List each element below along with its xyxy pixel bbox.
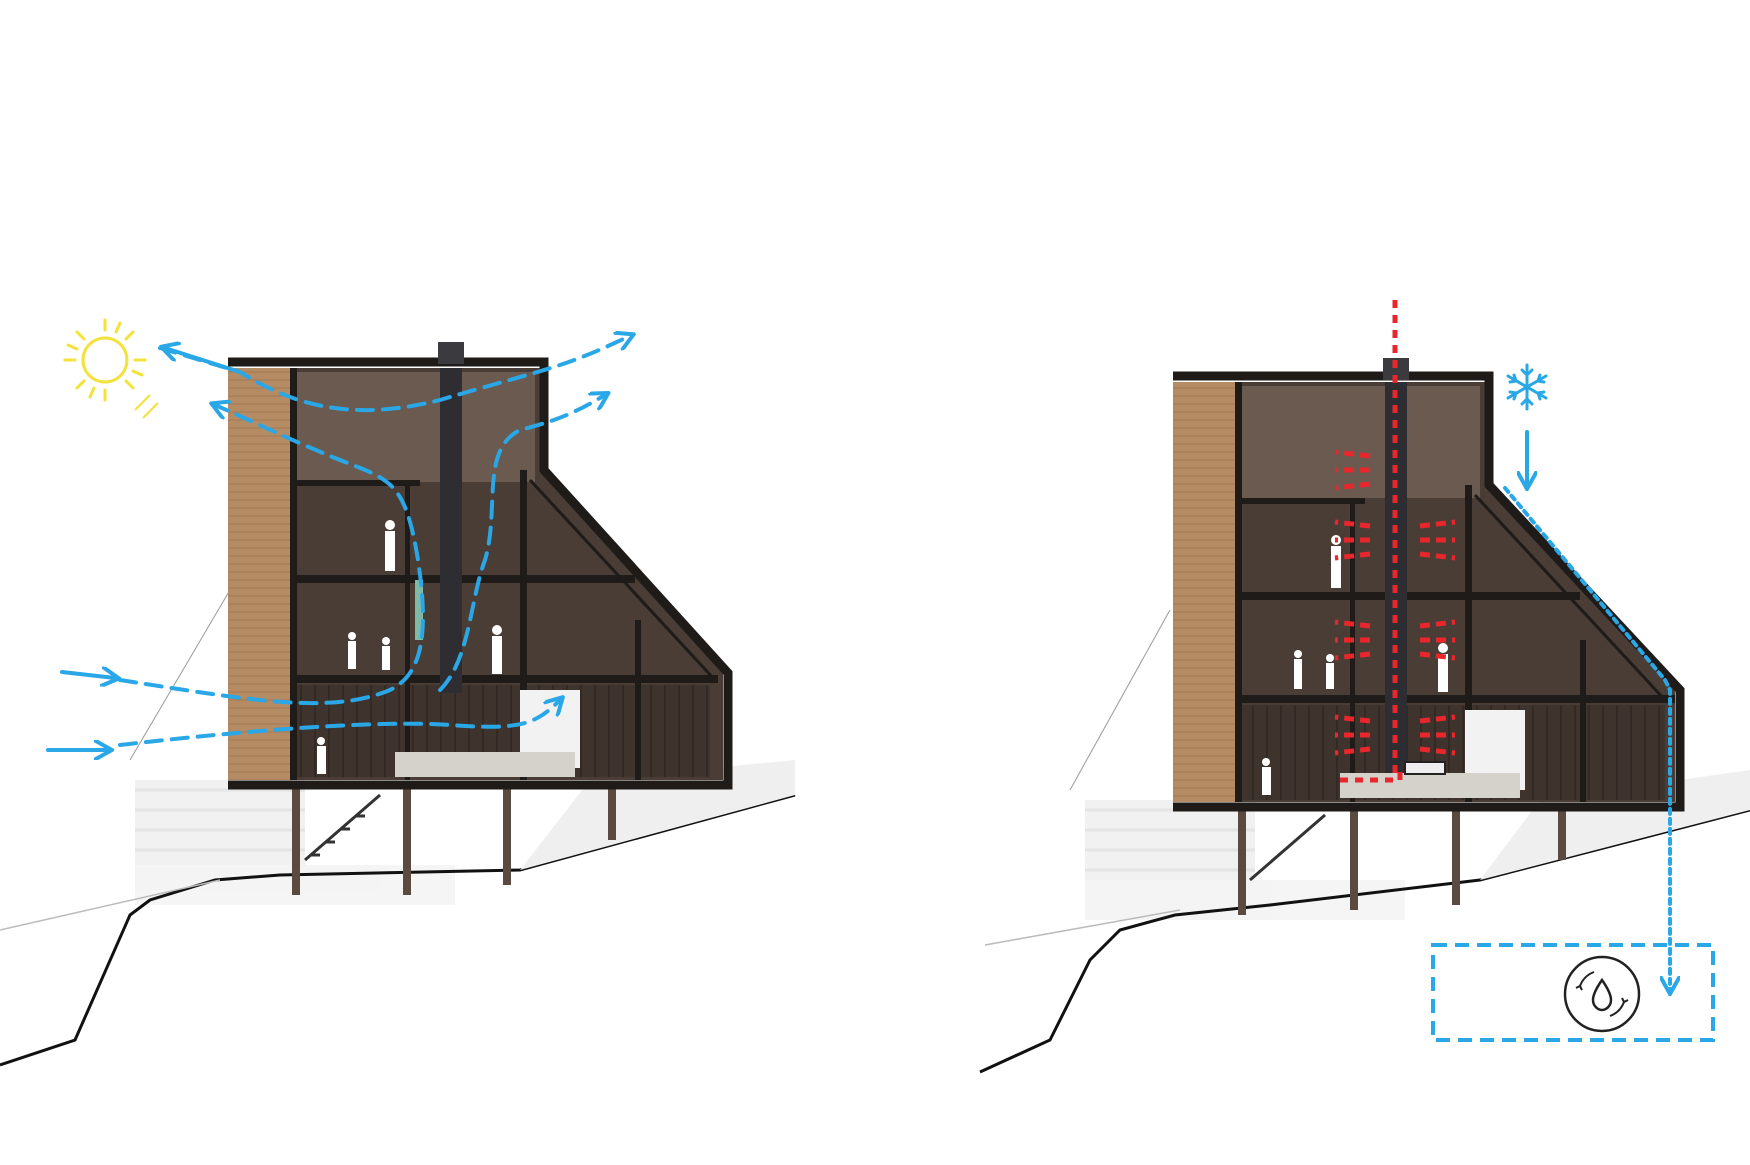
chimney-cap [438,342,464,364]
winter-heating-section [980,300,1750,1072]
bench [395,752,575,777]
chimney-flue [440,368,462,693]
slope-line-right [985,910,1180,945]
timber-facade-right [1173,382,1235,802]
person-ground [317,737,326,774]
ground-line [0,795,795,1065]
person-woman-right [1438,643,1448,692]
stair-right [1250,815,1325,880]
water-drop-cycle-icon [1565,957,1639,1031]
upper-room-light [295,372,535,482]
person-upper [385,520,395,571]
person-woman [492,625,502,674]
person-upper-right [1331,535,1341,588]
snowflake-icon [1508,365,1546,409]
roof-ghost-line-right [1070,610,1170,790]
person-child-1-right [1294,650,1302,689]
summer-ventilation-section [0,320,795,1065]
upper-room-light-right [1240,386,1480,498]
bench-right [1340,773,1520,798]
person-ground-right [1262,758,1271,795]
person-child-2 [382,637,390,670]
person-child-1 [348,632,356,669]
airflow-inlet-upper [62,672,115,678]
timber-facade [228,368,290,780]
stove-right [1405,762,1445,774]
sun-icon [65,320,158,418]
person-child-2-right [1326,654,1334,689]
stair [305,795,380,860]
